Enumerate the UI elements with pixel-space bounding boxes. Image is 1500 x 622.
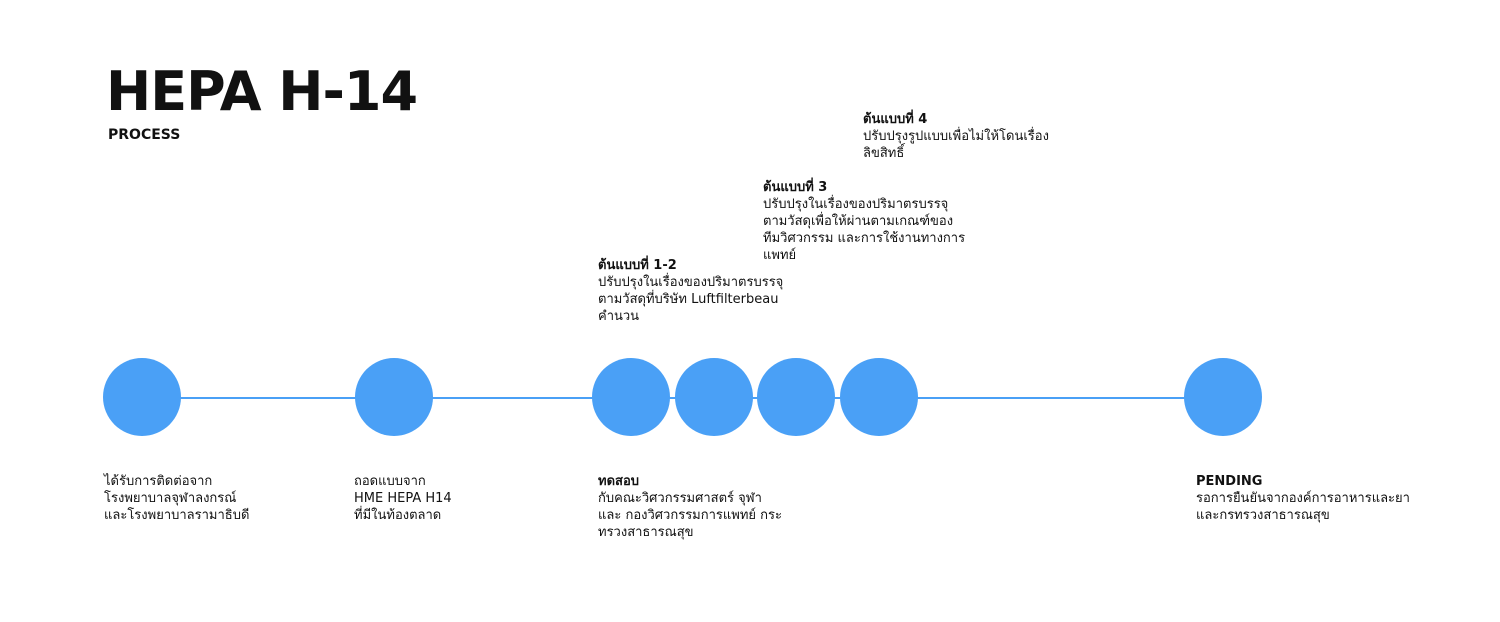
step-label-prototype-3: ต้นแบบที่ 3 ปรับปรุงในเรื่องของปริมาตรบร… [763,179,965,264]
step-text-line: และโรงพยาบาลรามาธิบดี [104,508,250,523]
step-text-line: ที่มีในท้องตลาด [354,508,442,523]
step-text-line: ทรวงสาธารณสุข [598,525,694,540]
step-text-line: ตามวัสดุที่บริษัท Luftfilterbeau [598,292,779,307]
step-text-line: ปรับปรุงในเรื่องของปริมาตรบรรจุ [763,197,949,212]
step-heading: ต้นแบบที่ 1-2 [598,258,677,273]
step-heading: ต้นแบบที่ 4 [863,112,928,127]
step-label-prototype-4: ต้นแบบที่ 4 ปรับปรุงรูปแบบเพื่อไม่ให้โดน… [863,111,1049,162]
timeline-node-prototype-2 [675,358,753,436]
step-text-line: และ กองวิศวกรรมการแพทย์ กระ [598,508,782,523]
step-text-line: ปรับปรุงในเรื่องของปริมาตรบรรจุ [598,275,784,290]
step-text-line: โรงพยาบาลจุฬาลงกรณ์ [104,491,237,506]
step-text-line: คำนวน [598,309,640,324]
step-label-prototype-1-2: ต้นแบบที่ 1-2 ปรับปรุงในเรื่องของปริมาตร… [598,257,783,325]
step-heading: ต้นแบบที่ 3 [763,180,828,195]
step-text-line: ได้รับการติดต่อจาก [104,474,213,489]
step-text-line: กับคณะวิศวกรรมศาสตร์ จุฬา [598,491,762,506]
page-title: HEPA H-14 [106,60,418,123]
step-heading: PENDING [1196,474,1263,489]
timeline-node-prototype-3 [757,358,835,436]
step-text-line: ตามวัสดุเพื่อให้ผ่านตามเกณฑ์ของ [763,214,954,229]
step-label-contact: ได้รับการติดต่อจาก โรงพยาบาลจุฬาลงกรณ์ แ… [104,473,249,524]
step-text-line: แพทย์ [763,248,797,263]
step-label-pending: PENDING รอการยืนยันจากองค์การอาหารและยา … [1196,473,1410,524]
timeline-node-reverse-engineer [355,358,433,436]
step-text-line: ทีมวิศวกรรม และการใช้งานทางการ [763,231,966,246]
timeline-node-prototype-1 [592,358,670,436]
step-text-line: HME HEPA H14 [354,491,452,506]
step-heading: ทดสอบ [598,474,640,489]
step-label-testing: ทดสอบ กับคณะวิศวกรรมศาสตร์ จุฬา และ กองว… [598,473,782,541]
timeline-node-contact [103,358,181,436]
step-text-line: ลิขสิทธิ์ [863,146,905,161]
step-text-line: และกรทรวงสาธารณสุข [1196,508,1330,523]
page-subtitle: PROCESS [108,127,181,143]
step-text-line: รอการยืนยันจากองค์การอาหารและยา [1196,491,1410,506]
step-text-line: ปรับปรุงรูปแบบเพื่อไม่ให้โดนเรื่อง [863,129,1049,144]
timeline-node-pending [1184,358,1262,436]
timeline-node-prototype-4 [840,358,918,436]
step-text-line: ถอดแบบจาก [354,474,426,489]
step-label-reverse-engineer: ถอดแบบจาก HME HEPA H14 ที่มีในท้องตลาด [354,473,452,524]
